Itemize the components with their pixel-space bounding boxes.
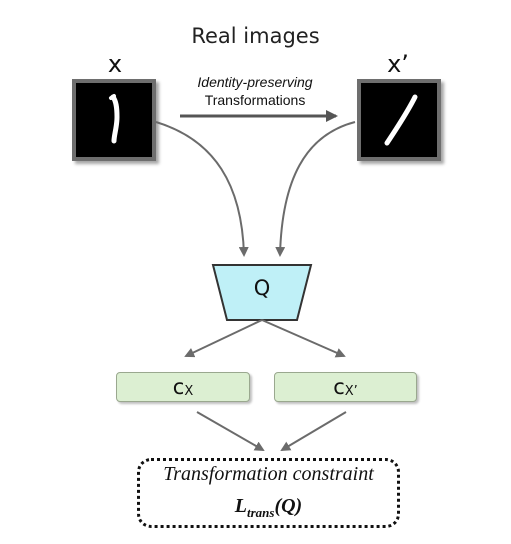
code-cx-sub: X — [184, 383, 194, 399]
constraint-title: Transformation constraint — [163, 463, 374, 485]
code-cx-prime-base: c — [333, 375, 345, 399]
encoder-q-label: Q — [253, 276, 271, 300]
formula-arg: (Q) — [274, 495, 303, 517]
encoder-q-shape — [211, 264, 313, 321]
x-label: x — [107, 50, 123, 78]
constraint-formula: Ltrans(Q) — [140, 495, 397, 521]
code-cx-prime-sub: X’ — [344, 383, 358, 399]
arrow-x-to-q — [155, 121, 249, 257]
transformation-label: Identity-preserving Transformations — [175, 73, 335, 109]
digit-image-x-prime — [357, 79, 441, 161]
digit-image-x — [72, 79, 156, 161]
page-title: Real images — [191, 24, 320, 48]
digit-one-slanted-stroke — [384, 94, 418, 146]
arrow-x-prime-to-q — [275, 121, 356, 257]
transformation-label-line1: Identity-preserving — [197, 74, 313, 90]
transformation-label-line2: Transformations — [204, 92, 306, 108]
arrow-cx-prime-to-constraint — [280, 411, 347, 452]
code-cx-base: c — [172, 375, 185, 399]
transformation-constraint-box: Transformation constraint Ltrans(Q) — [137, 458, 400, 528]
formula-base: L — [234, 495, 247, 517]
digit-one-stroke — [109, 94, 120, 144]
arrow-q-to-cx — [184, 319, 263, 358]
arrow-cx-to-constraint — [196, 411, 265, 451]
formula-sub: trans — [246, 505, 275, 520]
arrow-q-to-cx-prime — [261, 319, 346, 358]
x-prime-label: x’ — [387, 50, 409, 78]
